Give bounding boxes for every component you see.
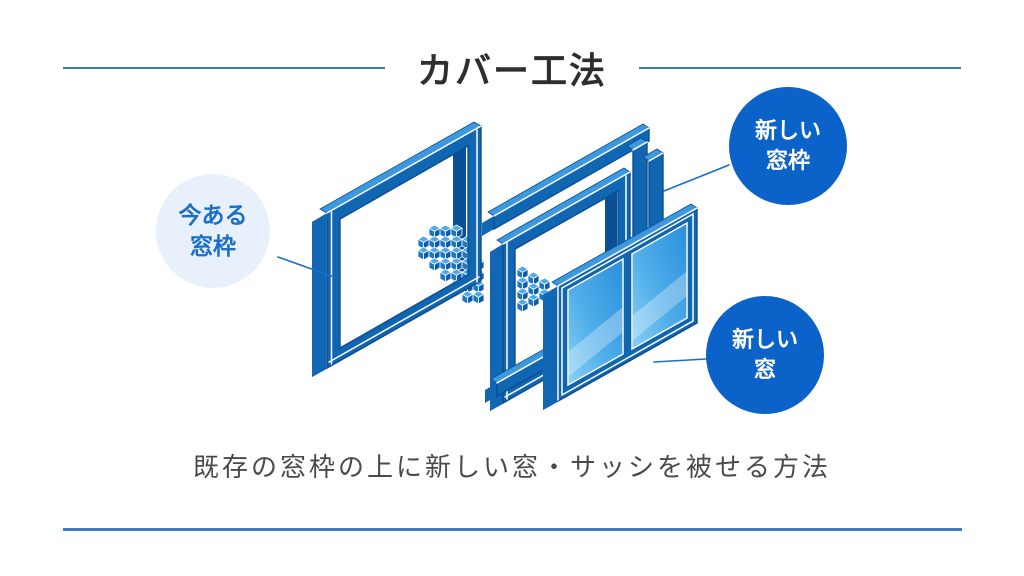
badge-new-window: 新しい 窓 [706, 296, 824, 414]
badge-new-window-line1: 新しい [731, 327, 798, 353]
badge-new-frame: 新しい 窓枠 [729, 87, 847, 205]
connector-line-existing-frame [277, 256, 338, 279]
title-rule-right [639, 67, 962, 69]
page-title: カバー工法 [417, 50, 608, 91]
title-rule-left [63, 67, 385, 69]
connector-line-new-frame [663, 164, 730, 192]
badge-existing-frame: 今ある 窓枠 [156, 174, 270, 288]
badge-new-frame-line1: 新しい [754, 118, 821, 144]
bottom-rule [63, 528, 962, 531]
new-frame-graphic [482, 123, 664, 411]
new-window-graphic [543, 203, 698, 410]
badge-existing-frame-line2: 窓枠 [190, 233, 236, 259]
detached-top-rail [482, 123, 650, 236]
caption-text: 既存の窓枠の上に新しい窓・サッシを被せる方法 [192, 452, 831, 482]
badge-new-window-line2: 窓 [753, 357, 776, 382]
existing-frame-front [319, 121, 482, 370]
badge-existing-frame-line1: 今ある [178, 201, 248, 228]
connector-line-new-window [653, 358, 707, 363]
badge-new-frame-line2: 窓枠 [765, 148, 810, 173]
title-row: カバー工法 [0, 42, 1024, 94]
